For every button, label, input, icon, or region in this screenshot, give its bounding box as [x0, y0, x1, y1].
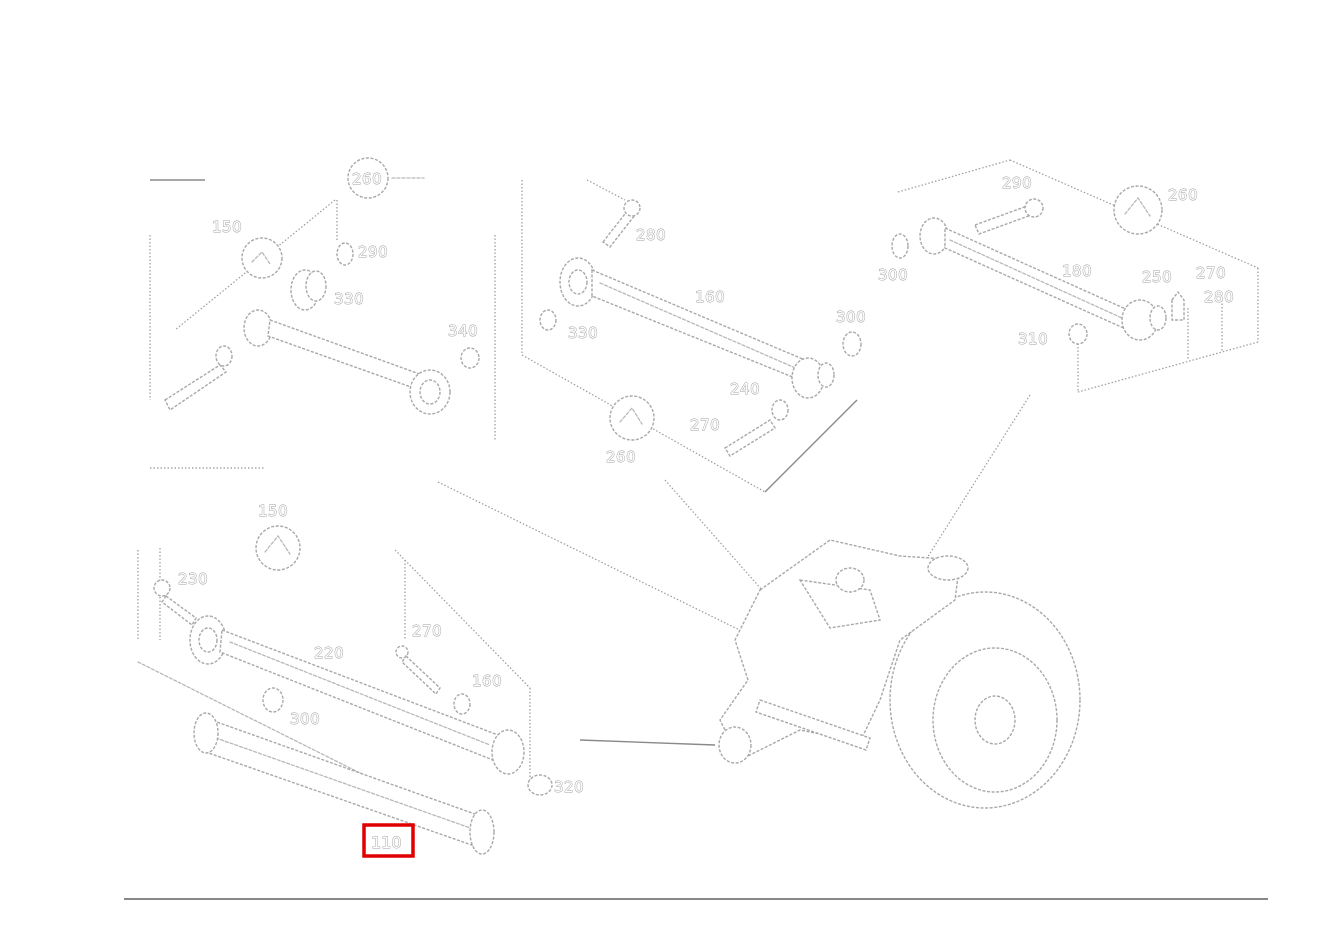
part-270-bl	[395, 645, 441, 696]
callout-160-bl: 160	[472, 672, 502, 690]
part-260-tr	[1113, 185, 1163, 235]
callout-300-tc: 300	[836, 308, 866, 326]
part-300-tr	[891, 233, 909, 259]
wheel-hub	[889, 591, 1081, 809]
callout-160-tc: 160	[695, 288, 725, 306]
part-280-tc	[601, 199, 641, 248]
arm-tc	[559, 257, 835, 399]
callout-290-tl: 290	[358, 243, 388, 261]
knuckle-housing	[718, 539, 969, 764]
central-assembly	[437, 394, 1081, 809]
part-110-bar	[193, 712, 495, 855]
inset-top-right	[891, 159, 1259, 393]
callout-240-tc: 240	[730, 380, 760, 398]
callout-260-tr: 260	[1168, 186, 1198, 204]
callout-300-bl: 300	[290, 710, 320, 728]
callout-330-tc: 330	[568, 324, 598, 342]
part-300-tc	[842, 331, 862, 357]
part-290-tr	[974, 198, 1044, 235]
part-150-bl	[255, 525, 301, 571]
callout-labels: 260 150 290 330 340 280 160 330 300 240 …	[178, 170, 1235, 797]
inset-bottom-left	[137, 525, 553, 855]
callout-260-tl: 260	[352, 170, 382, 188]
highlight-box	[362, 823, 415, 858]
part-150-tl	[241, 237, 283, 279]
callout-110[interactable]: 110	[371, 833, 402, 853]
callout-230-bl: 230	[178, 570, 208, 588]
part-340-tl	[460, 347, 480, 369]
callout-150-bl: 150	[258, 502, 288, 520]
callout-270-bl: 270	[412, 622, 442, 640]
highlighted-callout-110[interactable]: 110	[362, 823, 415, 858]
callout-290-tr: 290	[1002, 174, 1032, 192]
part-330-tc	[539, 309, 557, 331]
callout-280-tr: 280	[1204, 288, 1234, 306]
callout-270-tr: 270	[1196, 264, 1226, 282]
callout-320-bl: 320	[554, 778, 584, 796]
callout-270-tc: 270	[690, 416, 720, 434]
inset-top-left	[149, 157, 496, 469]
inset-top-center	[521, 179, 862, 493]
arm-bl	[189, 615, 525, 775]
callout-310-tr: 310	[1018, 330, 1048, 348]
part-250-tr	[1171, 290, 1185, 321]
callout-260-tc: 260	[606, 448, 636, 466]
part-330-tl	[290, 269, 327, 311]
callout-280-tc: 280	[636, 226, 666, 244]
callout-180-tr: 180	[1062, 262, 1092, 280]
callout-150-tl: 150	[212, 218, 242, 236]
part-230-bl	[153, 579, 197, 627]
arm-tr	[919, 217, 1167, 341]
part-310-tr	[1068, 323, 1088, 345]
bolt-tl	[164, 345, 233, 412]
part-260-tc	[609, 395, 655, 441]
callout-340-tl: 340	[448, 322, 478, 340]
part-300-bl	[262, 687, 284, 713]
callout-250-tr: 250	[1142, 268, 1172, 286]
part-160-bl	[453, 693, 471, 715]
arm-tl	[243, 309, 451, 415]
part-290-tl	[336, 242, 354, 266]
callout-300-tr: 300	[878, 266, 908, 284]
part-260-tl	[347, 157, 389, 199]
part-320-bl	[527, 774, 553, 796]
part-270-tc	[724, 399, 789, 457]
callout-220-bl: 220	[314, 644, 344, 662]
callout-330-tl: 330	[334, 290, 364, 308]
